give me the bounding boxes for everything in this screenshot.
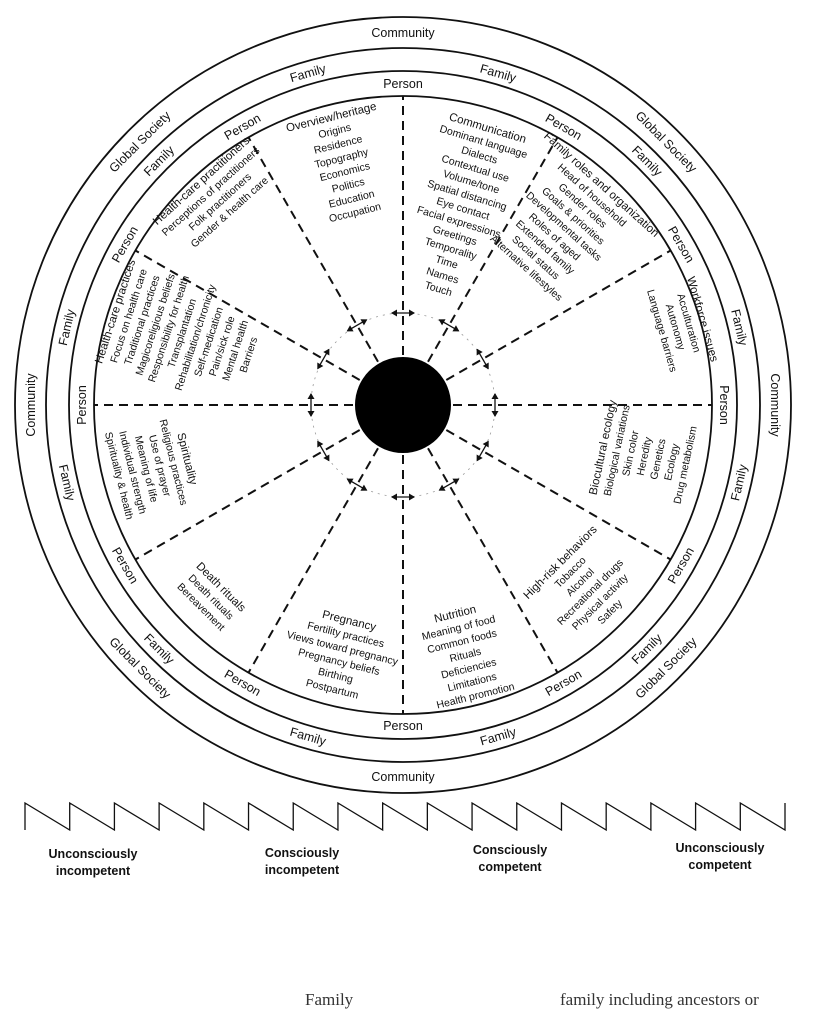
person-label: Person bbox=[383, 719, 423, 733]
stage-line1: Consciously bbox=[472, 843, 548, 857]
dashed-divider bbox=[445, 249, 672, 381]
person-label: Person bbox=[665, 224, 697, 265]
family-label: Family bbox=[629, 630, 665, 666]
dashed-divider bbox=[445, 429, 672, 561]
dashed-divider bbox=[134, 429, 361, 561]
ring-circle bbox=[68, 70, 738, 740]
double-arrow-icon bbox=[346, 319, 368, 332]
ring-circle bbox=[14, 16, 792, 794]
arrow-head-icon bbox=[491, 411, 499, 417]
stage-consciously-incompetent: Consciously incompetent bbox=[222, 845, 382, 879]
double-arrow-icon bbox=[391, 493, 415, 501]
core-circle bbox=[355, 357, 451, 453]
person-label: Person bbox=[383, 77, 423, 91]
stage-line2: incompetent bbox=[55, 864, 131, 878]
double-arrow-icon bbox=[317, 348, 330, 370]
family-label: Family bbox=[141, 631, 177, 667]
domain-sector: Workforce issuesAcculturationAutonomyLan… bbox=[644, 275, 720, 373]
dashed-divider bbox=[134, 249, 361, 381]
interaction-arrows bbox=[307, 309, 499, 501]
arrow-head-icon bbox=[409, 309, 415, 317]
arrow-head-icon bbox=[317, 362, 324, 370]
double-arrow-icon bbox=[346, 478, 368, 491]
domain-dividers bbox=[94, 96, 712, 714]
arrow-head-icon bbox=[307, 393, 315, 399]
community-label: Community bbox=[768, 373, 782, 437]
stage-unconsciously-incompetent: Unconsciously incompetent bbox=[13, 846, 173, 880]
stage-consciously-competent: Consciously competent bbox=[430, 842, 590, 876]
arrow-head-icon bbox=[323, 348, 330, 356]
arrow-head-icon bbox=[346, 478, 354, 485]
double-arrow-icon bbox=[491, 393, 499, 417]
double-arrow-icon bbox=[317, 440, 330, 462]
double-arrow-icon bbox=[438, 478, 460, 491]
arrow-head-icon bbox=[476, 454, 483, 462]
double-arrow-icon bbox=[476, 348, 489, 370]
arrow-head-icon bbox=[482, 362, 489, 370]
person-label: Person bbox=[109, 545, 141, 586]
arrow-head-icon bbox=[360, 319, 368, 326]
ring-circle bbox=[45, 47, 761, 763]
arrow-head-icon bbox=[317, 440, 324, 448]
person-label: Person bbox=[717, 385, 731, 425]
arrow-head-icon bbox=[346, 325, 354, 332]
domain-sector: Overview/heritageOriginsResidenceTopogra… bbox=[285, 101, 382, 225]
stage-line1: Unconsciously bbox=[675, 841, 765, 855]
double-arrow-icon bbox=[476, 440, 489, 462]
double-arrow-icon bbox=[438, 319, 460, 332]
stage-line1: Consciously bbox=[264, 846, 340, 860]
double-arrow-icon bbox=[391, 309, 415, 317]
arrow-head-icon bbox=[391, 493, 397, 501]
arrow-head-icon bbox=[323, 454, 330, 462]
community-label: Community bbox=[371, 26, 435, 40]
arrow-head-icon bbox=[438, 319, 446, 326]
double-arrow-icon bbox=[307, 393, 315, 417]
person-label: Person bbox=[109, 224, 141, 265]
arrow-head-icon bbox=[360, 484, 368, 491]
community-label: Community bbox=[371, 770, 435, 784]
arrow-head-icon bbox=[307, 411, 315, 417]
dashed-divider bbox=[247, 136, 379, 363]
stage-line1: Unconsciously bbox=[48, 847, 138, 861]
competence-zigzag bbox=[24, 801, 786, 832]
person-label: Person bbox=[665, 545, 697, 586]
arrow-head-icon bbox=[452, 325, 460, 332]
footer-fragment-2: family including ancestors or bbox=[560, 990, 759, 1009]
arrow-head-icon bbox=[438, 484, 446, 491]
dashed-divider bbox=[247, 447, 379, 674]
arrow-head-icon bbox=[482, 440, 489, 448]
family-label: Family bbox=[629, 143, 665, 179]
stage-unconsciously-competent: Unconsciously competent bbox=[640, 840, 800, 874]
person-label: Person bbox=[222, 667, 263, 699]
arrow-head-icon bbox=[476, 348, 483, 356]
arrow-head-icon bbox=[391, 309, 397, 317]
domain-sector: High-risk behaviorsTobaccoAlcoholRecreat… bbox=[522, 523, 632, 632]
stage-line2: competent bbox=[688, 858, 752, 872]
stage-line2: incompetent bbox=[264, 863, 340, 877]
person-label: Person bbox=[543, 667, 584, 699]
footer-fragment-1: Family bbox=[305, 990, 354, 1009]
arrow-head-icon bbox=[409, 493, 415, 501]
arrow-head-icon bbox=[452, 478, 460, 485]
person-label: Person bbox=[75, 385, 89, 425]
family-label: Family bbox=[141, 143, 177, 179]
dashed-divider bbox=[427, 136, 559, 363]
stage-line2: competent bbox=[478, 860, 542, 874]
community-label: Community bbox=[24, 373, 38, 437]
dashed-divider bbox=[427, 447, 559, 674]
arrow-head-icon bbox=[491, 393, 499, 399]
